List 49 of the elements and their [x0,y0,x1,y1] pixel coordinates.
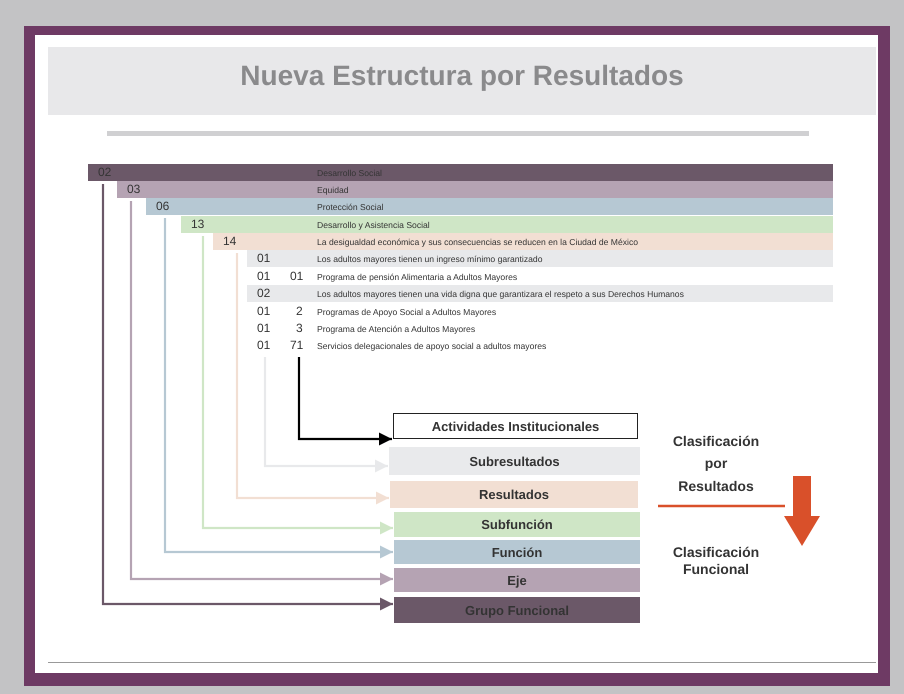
description-text: Protección Social [317,202,384,212]
code-number: 02 [98,165,112,179]
description-text: Servicios delegacionales de apoyo social a adultos mayores [317,341,546,351]
level-box: Actividades Institucionales [393,413,638,439]
code-band [146,198,833,215]
connector-arrow [264,357,388,473]
code-band [117,181,833,198]
classification-label: Clasificación Funcional [672,544,760,578]
connector-arrow [164,218,393,559]
description-text: Equidad [317,185,349,195]
code-number: 03 [127,182,140,196]
description-text: Desarrollo y Asistencia Social [317,220,430,230]
code-number: 01 [257,269,270,283]
connector-arrow [298,357,392,446]
level-box: Subfunción [394,512,640,537]
description-text: Programa de pensión Alimentaria a Adultos Mayores [317,272,518,282]
code-number: 02 [257,286,270,300]
connector-arrow [202,236,393,535]
connector-arrow [236,253,389,505]
code-number: 01 [257,321,270,335]
code-band [88,164,833,181]
code-band [247,250,833,267]
level-box: Función [394,540,640,564]
connector-arrow [130,201,393,586]
description-text: Los adultos mayores tienen un ingreso mínimo garantizado [317,254,542,264]
code-number: 14 [223,234,236,248]
code-number: 3 [296,321,303,335]
level-box: Grupo Funcional [394,597,640,623]
code-number: 06 [156,199,170,213]
code-band [213,233,833,250]
code-number: 01 [257,304,270,318]
description-text: Programas de Apoyo Social a Adultos Mayores [317,307,496,317]
description-text: Los adultos mayores tienen una vida digna que garantizara el respeto a sus Derechos Humanos [317,289,684,299]
code-number: 01 [257,338,270,352]
title: Nueva Estructura por Resultados [239,60,685,92]
code-number: 13 [191,217,204,231]
level-box: Subresultados [389,447,640,475]
level-box: Resultados [390,481,638,508]
code-number: 01 [290,269,304,283]
code-band [181,216,833,233]
code-number: 01 [257,251,270,265]
code-number: 71 [290,338,304,352]
description-text: La desigualdad económica y sus consecuencias se reducen en la Ciudad de México [317,237,638,247]
description-text: Desarrollo Social [317,168,382,178]
connector-arrow [102,184,393,611]
classification-label: Clasificación por Resultados [672,432,760,496]
description-text: Programa de Atención a Adultos Mayores [317,324,476,334]
code-number: 2 [296,304,303,318]
level-box: Eje [394,568,640,592]
